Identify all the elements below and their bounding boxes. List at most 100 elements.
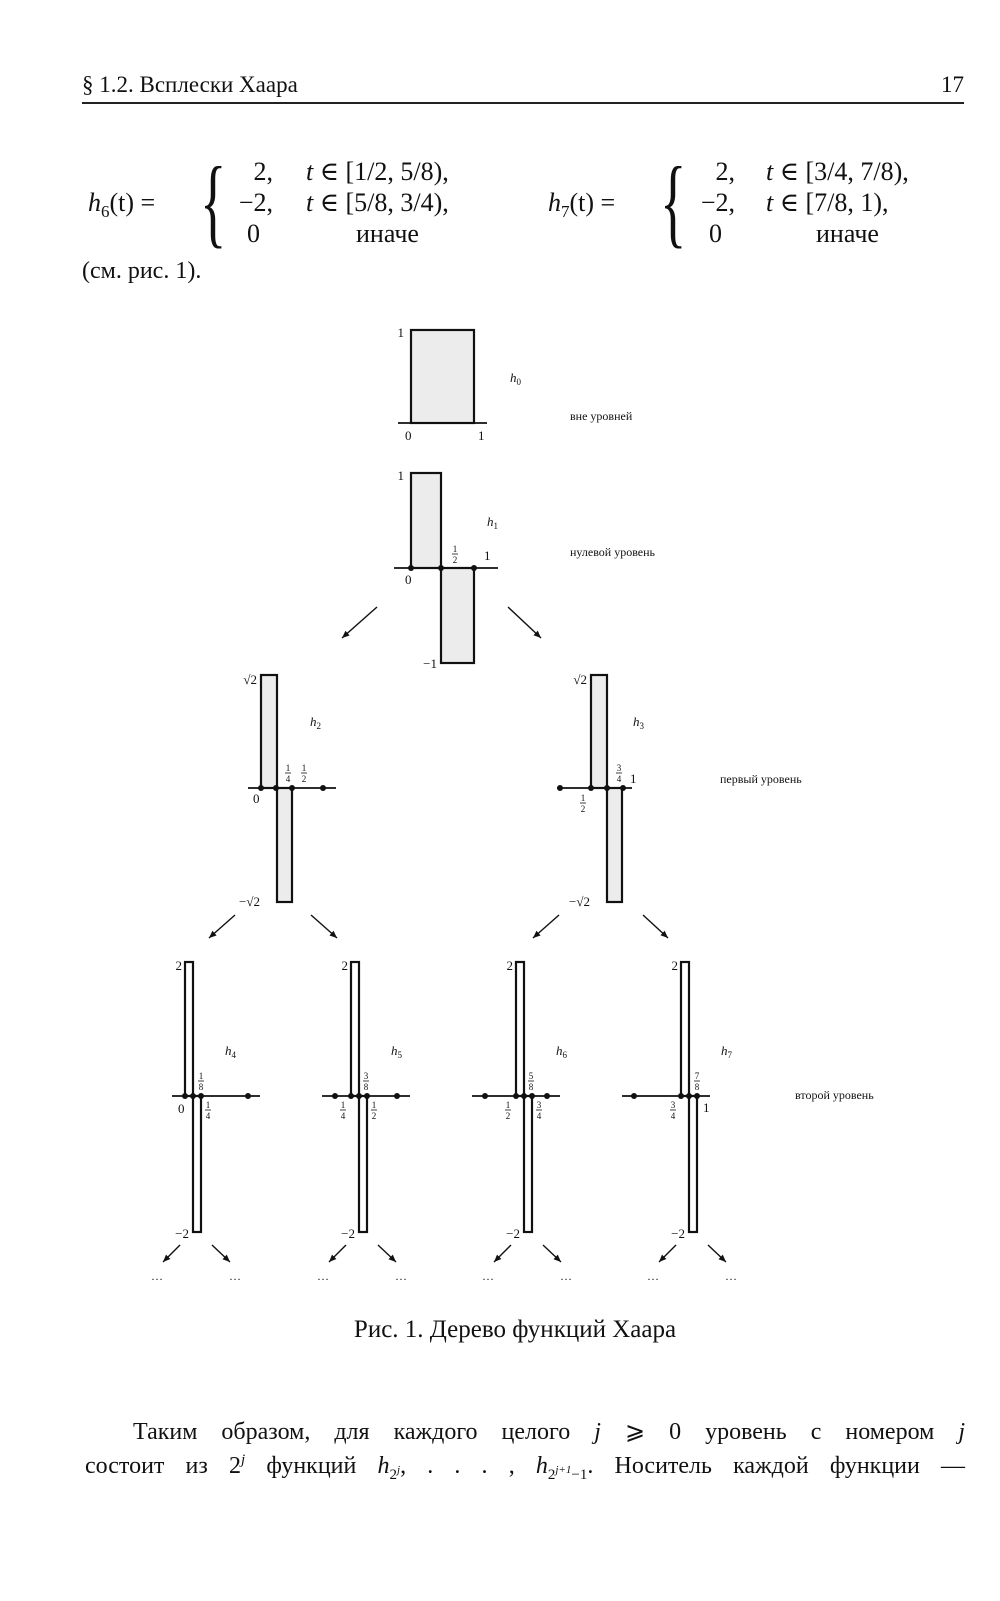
ellipsis: …: [647, 1269, 659, 1283]
figure-caption: Рис. 1. Дерево функций Хаара: [353, 1316, 677, 1343]
brace: {: [200, 146, 227, 257]
axis-label: 0: [405, 428, 412, 443]
axis-label: −√2: [569, 894, 590, 909]
arrow-head: [329, 930, 337, 938]
axis-label: 2: [176, 958, 183, 973]
formula-lhs: h6(t) =: [88, 188, 156, 222]
function-name-h0: h0: [510, 370, 522, 387]
arrow-head: [533, 630, 541, 638]
axis-label: 1: [478, 428, 485, 443]
fraction-denominator: 2: [372, 1111, 377, 1121]
arrow-head: [718, 1254, 726, 1262]
axis-label: √2: [243, 672, 257, 687]
fraction-numerator: 1: [286, 763, 291, 773]
axis-point: [364, 1093, 370, 1099]
ellipsis: …: [229, 1269, 241, 1283]
axis-label: 0: [178, 1101, 185, 1116]
bar-h3: [589, 673, 609, 790]
case-value: 0: [709, 219, 722, 248]
function-name-h2: h2: [310, 714, 321, 731]
bar-h3: [605, 786, 624, 904]
paragraph-line-2: состоит из 2j функций h2j, . . . , h2j+1…: [85, 1452, 966, 1483]
axis-label: 2: [672, 958, 679, 973]
fraction-numerator: 1: [372, 1100, 377, 1110]
bar-h5: [357, 1094, 369, 1234]
axis-point: [521, 1093, 527, 1099]
fraction-denominator: 8: [695, 1082, 700, 1092]
axis-point: [588, 785, 594, 791]
axis-point: [557, 785, 563, 791]
fraction-numerator: 3: [537, 1100, 542, 1110]
ellipsis: …: [560, 1269, 572, 1283]
fraction-denominator: 8: [364, 1082, 369, 1092]
axis-point: [273, 785, 279, 791]
fraction-denominator: 2: [453, 555, 458, 565]
axis-point: [544, 1093, 550, 1099]
function-name-h6: h6: [556, 1043, 568, 1060]
arrow-head: [553, 1254, 561, 1262]
bar-h7: [679, 960, 691, 1098]
axis-point: [258, 785, 264, 791]
arrow-head: [388, 1254, 396, 1262]
formula-lhs: h7(t) =: [548, 188, 616, 222]
axis-point: [356, 1093, 362, 1099]
fraction-denominator: 8: [529, 1082, 534, 1092]
bar-h1: [439, 566, 476, 665]
fraction-denominator: 2: [581, 804, 586, 814]
axis-label: −2: [341, 1226, 355, 1241]
axis-point: [631, 1093, 637, 1099]
case-value: 0: [247, 219, 260, 248]
arrow-head: [533, 930, 541, 938]
level-label: второй уровень: [795, 1088, 874, 1102]
bar-h2: [259, 673, 279, 790]
fraction-denominator: 4: [206, 1111, 211, 1121]
ellipsis: …: [151, 1269, 163, 1283]
formula-h6: h6(t) = { 2, t ∈ [1/2, 5/8), −2, t ∈ [5/…: [88, 150, 508, 260]
bar-h4: [191, 1094, 203, 1234]
axis-point: [394, 1093, 400, 1099]
fraction-denominator: 4: [341, 1111, 346, 1121]
fraction-numerator: 1: [581, 793, 586, 803]
axis-point: [408, 565, 414, 571]
axis-label: 2: [342, 958, 349, 973]
case-condition: t ∈ [3/4, 7/8),: [766, 157, 909, 186]
axis-label: −2: [506, 1226, 520, 1241]
arrow-head: [163, 1254, 171, 1262]
axis-label: −2: [671, 1226, 685, 1241]
axis-label: 1: [703, 1100, 710, 1115]
fraction-numerator: 1: [506, 1100, 511, 1110]
case-condition: t ∈ [7/8, 1),: [766, 188, 889, 217]
bar-h2: [275, 786, 294, 904]
function-name-h1: h1: [487, 514, 498, 531]
fraction-denominator: 2: [302, 774, 307, 784]
arrow-line: [341, 606, 378, 639]
fraction-denominator: 4: [671, 1111, 676, 1121]
function-name-h3: h3: [633, 714, 645, 731]
fraction-denominator: 2: [506, 1111, 511, 1121]
axis-label: 0: [405, 572, 412, 587]
axis-point: [513, 1093, 519, 1099]
bar-h6: [522, 1094, 534, 1234]
axis-label: 2: [507, 958, 514, 973]
axis-label: 1: [630, 771, 637, 786]
axis-point: [529, 1093, 535, 1099]
axis-point: [438, 565, 444, 571]
fraction-numerator: 1: [199, 1071, 204, 1081]
ellipsis: …: [395, 1269, 407, 1283]
axis-label: 1: [484, 548, 491, 563]
arrow-head: [659, 1254, 667, 1262]
level-label: вне уровней: [570, 409, 633, 423]
formula-h7: h7(t) = { 2, t ∈ [3/4, 7/8), −2, t ∈ [7/…: [548, 150, 968, 260]
ellipsis: …: [317, 1269, 329, 1283]
axis-point: [289, 785, 295, 791]
page-number: 17: [941, 72, 964, 97]
axis-point: [694, 1093, 700, 1099]
case-condition: t ∈ [1/2, 5/8),: [306, 157, 449, 186]
axis-point: [620, 785, 626, 791]
case-value: 2,: [715, 157, 736, 186]
case-value: −2,: [238, 188, 273, 217]
running-header-title: § 1.2. Всплески Хаара: [82, 72, 298, 97]
axis-point: [482, 1093, 488, 1099]
brace: {: [660, 146, 687, 257]
